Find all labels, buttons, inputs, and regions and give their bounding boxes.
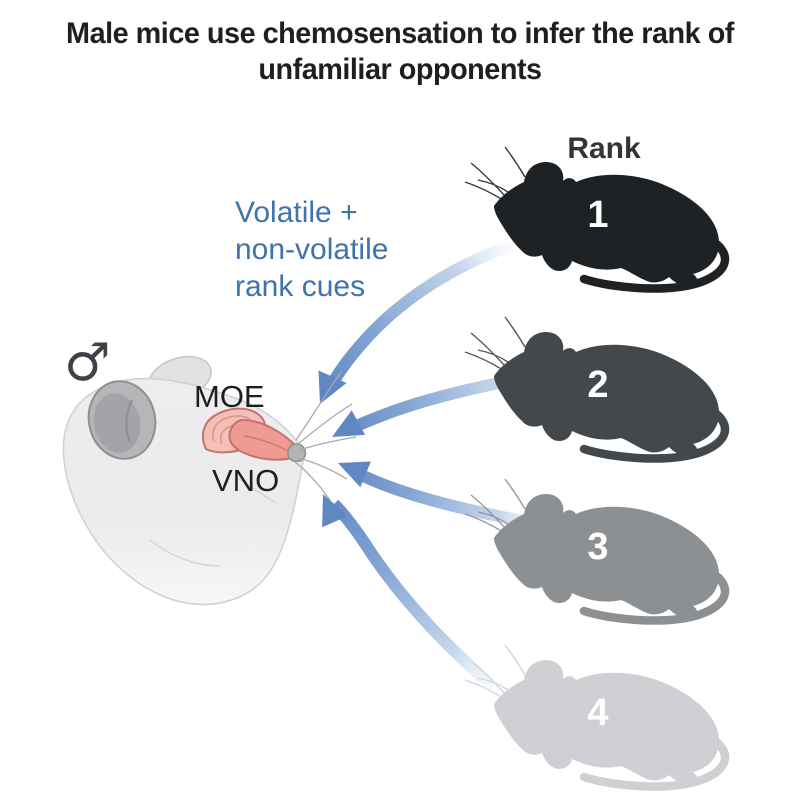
cue-arrow-3 xyxy=(338,461,558,533)
rank-number-1: 1 xyxy=(587,194,608,236)
title-line-1: Male mice use chemosensation to infer th… xyxy=(66,17,734,50)
cheek-lines xyxy=(149,477,277,567)
vno-label: VNO xyxy=(212,463,279,498)
cue-arrow-4-head xyxy=(322,494,348,528)
cue-text-line-1: Volatile + xyxy=(235,196,358,229)
rank-header-label: Rank xyxy=(567,132,641,165)
rank-mouse-3: 3 xyxy=(465,479,725,621)
male-symbol-icon: ♂ xyxy=(64,333,111,393)
nose-tip xyxy=(287,443,307,463)
rank-number-3: 3 xyxy=(587,526,608,568)
vno-organ xyxy=(228,419,300,461)
cue-arrow-2-head xyxy=(332,410,366,437)
head-whiskers xyxy=(294,371,357,501)
rank-mouse-2: 2 xyxy=(465,317,725,459)
cue-text-line-2: non-volatile xyxy=(235,233,388,266)
cue-text: Volatile + non-volatile rank cues xyxy=(235,196,388,303)
front-ear xyxy=(87,380,157,460)
rank-number-2: 2 xyxy=(587,364,608,406)
cue-arrow-3-head xyxy=(338,461,371,488)
rank-number-4: 4 xyxy=(587,692,608,734)
sniffer-mouse-head xyxy=(62,355,357,606)
cue-arrow-4 xyxy=(322,494,509,701)
cue-text-line-3: rank cues xyxy=(235,270,365,303)
rank-mouse-1: 1 xyxy=(465,147,725,289)
figure-title: Male mice use chemosensation to infer th… xyxy=(16,16,784,88)
rank-mouse-4: 4 xyxy=(465,645,725,787)
moe-label: MOE xyxy=(194,379,265,414)
title-line-2: unfamiliar opponents xyxy=(258,53,542,86)
